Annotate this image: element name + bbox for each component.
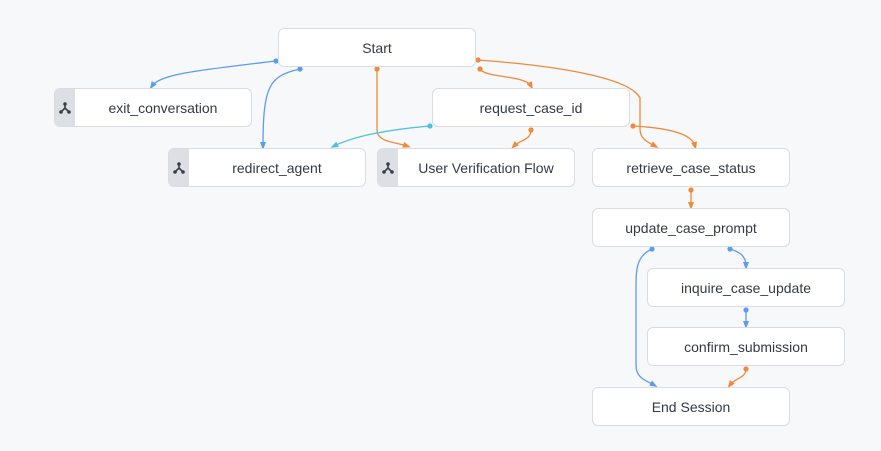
node-label: confirm_submission [684, 338, 808, 355]
node-label: redirect_agent [232, 159, 322, 176]
node-label: End Session [651, 398, 731, 415]
node-end-session[interactable]: End Session [592, 387, 790, 426]
edge-start-exit [149, 60, 277, 90]
edge-conf-end [727, 368, 747, 389]
node-confirm-submission[interactable]: confirm_submission [647, 327, 845, 366]
edge-req-redirect [330, 125, 431, 148]
node-label: Start [362, 39, 392, 56]
node-exit-conversation[interactable]: exit_conversation [54, 88, 252, 127]
node-label: update_case_prompt [625, 219, 757, 236]
edge-req-uvf [511, 129, 532, 149]
node-user-verification-flow[interactable]: User Verification Flow [377, 148, 575, 187]
node-label: exit_conversation [108, 99, 218, 116]
flow-icon [378, 149, 398, 186]
node-start[interactable]: Start [278, 28, 476, 67]
node-label: inquire_case_update [681, 279, 811, 296]
edge-start-req [479, 68, 533, 90]
flow-icon [55, 89, 75, 126]
node-label: retrieve_case_status [626, 159, 756, 176]
flow-icon [169, 149, 189, 186]
node-retrieve-case-status[interactable]: retrieve_case_status [592, 148, 790, 187]
node-update-case-prompt[interactable]: update_case_prompt [592, 208, 790, 247]
node-request-case-id[interactable]: request_case_id [432, 88, 630, 127]
edge-start-uvf [376, 69, 411, 148]
node-label: request_case_id [479, 99, 583, 116]
edge-start-redirect [260, 68, 301, 150]
edge-req-ret [632, 125, 697, 150]
node-redirect-agent[interactable]: redirect_agent [168, 148, 366, 187]
edge-upd-inq [729, 248, 749, 270]
node-label: User Verification Flow [418, 159, 554, 176]
node-inquire-case-update[interactable]: inquire_case_update [647, 268, 845, 307]
